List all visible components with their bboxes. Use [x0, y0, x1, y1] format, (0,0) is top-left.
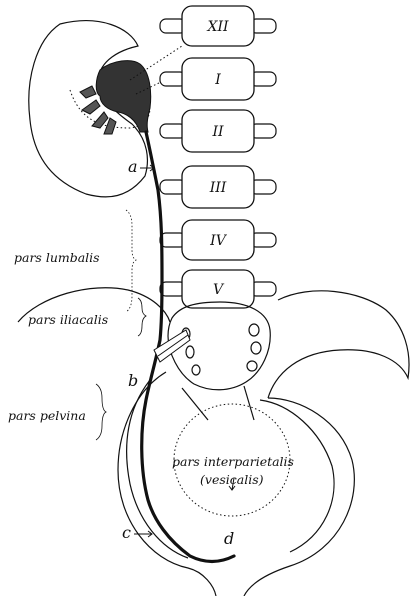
vertebra-label: III [209, 180, 227, 196]
label-pars-lumbalis: pars lumbalis [14, 250, 100, 265]
vertebra-label: II [211, 124, 224, 140]
label-point-c: c [122, 523, 131, 542]
vertebra-i: I [160, 58, 276, 100]
label-vesicalis: (vesicalis) [200, 472, 264, 487]
pelvic-ligament-left [182, 388, 208, 420]
bracket-pars-lumbalis [126, 210, 136, 312]
vertebra-xii: XII [160, 6, 276, 46]
label-point-d: d [224, 529, 234, 548]
vertebra-iii: III [160, 166, 276, 208]
sacral-foramen [192, 365, 200, 375]
pelvis-right-outline [244, 398, 354, 596]
vertebra-label: XII [206, 19, 228, 35]
right-iliac-wing [268, 291, 409, 398]
pelvic-ligament-right [244, 386, 254, 420]
vertebra-label: I [214, 72, 221, 88]
sacral-foramen [247, 361, 257, 371]
label-point-a: a [128, 157, 138, 176]
sacral-foramen [251, 342, 261, 354]
label-pars-interparietalis: pars interparietalis [172, 454, 294, 469]
label-pars-iliacalis: pars iliacalis [28, 312, 108, 327]
vertebra-label: IV [209, 233, 228, 249]
bracket-pars-iliacalis [138, 298, 146, 336]
calyx-middle [82, 100, 100, 114]
sacrum [168, 302, 270, 390]
vertebra-iv: IV [160, 220, 276, 260]
sacral-foramen [249, 324, 259, 336]
label-pars-pelvina: pars pelvina [8, 408, 86, 423]
sacral-foramen [186, 346, 194, 358]
vertebra-ii: II [160, 110, 276, 152]
bracket-pars-pelvina [96, 384, 106, 440]
label-point-b: b [128, 371, 138, 390]
pelvis-right-inner [260, 400, 334, 552]
calyx-upper [80, 86, 96, 98]
